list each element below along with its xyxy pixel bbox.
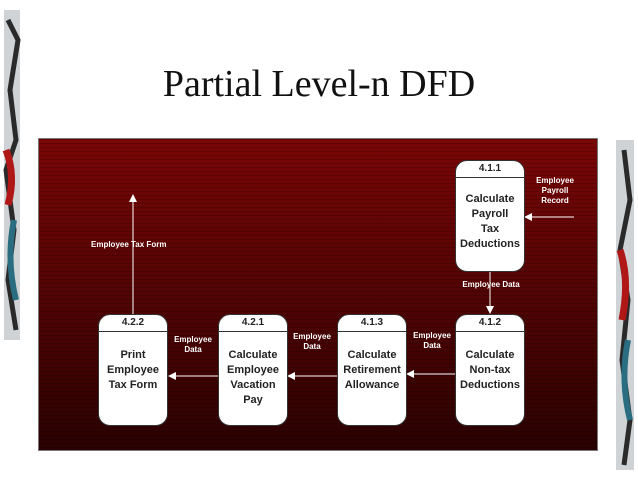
process-4-1-2-id: 4.1.2 (456, 315, 524, 332)
dfd-diagram-panel: 4.1.1 Calculate Payroll Tax Deductions 4… (38, 138, 598, 451)
process-4-2-1-id: 4.2.1 (219, 315, 287, 332)
process-4-2-1-name: Calculate Employee Vacation Pay (227, 349, 279, 406)
left-decorative-stripe (2, 10, 21, 340)
slide-title: Partial Level-n DFD (162, 63, 476, 105)
flow-label-data-412-413: Employee Data (413, 331, 451, 350)
process-4-1-1-name: Calculate Payroll Tax Deductions (460, 193, 520, 250)
flow-label-payroll-record: Employee Payroll Record (536, 176, 574, 205)
flow-label-tax-form: Employee Tax Form (91, 240, 167, 249)
flow-label-data-411-412: Employee Data (462, 280, 520, 289)
process-4-1-3-name: Calculate Retirement Allowance (343, 349, 401, 391)
process-4-1-3: 4.1.3 Calculate Retirement Allowance (337, 314, 407, 426)
flow-label-data-421-422: Employee Data (174, 335, 212, 354)
flow-label-data-413-421: Employee Data (293, 332, 331, 351)
process-4-1-2: 4.1.2 Calculate Non-tax Deductions (455, 314, 525, 426)
process-4-2-2: 4.2.2 Print Employee Tax Form (98, 314, 168, 426)
process-4-2-2-id: 4.2.2 (99, 315, 167, 332)
flow-arrows (129, 194, 574, 380)
right-decorative-stripe (616, 140, 634, 470)
process-4-1-1: 4.1.1 Calculate Payroll Tax Deductions (455, 160, 525, 272)
process-4-1-3-id: 4.1.3 (338, 315, 406, 332)
process-4-2-1: 4.2.1 Calculate Employee Vacation Pay (218, 314, 288, 426)
process-4-1-2-name: Calculate Non-tax Deductions (460, 349, 520, 391)
process-4-1-1-id: 4.1.1 (456, 161, 524, 178)
process-4-2-2-name: Print Employee Tax Form (107, 349, 159, 391)
